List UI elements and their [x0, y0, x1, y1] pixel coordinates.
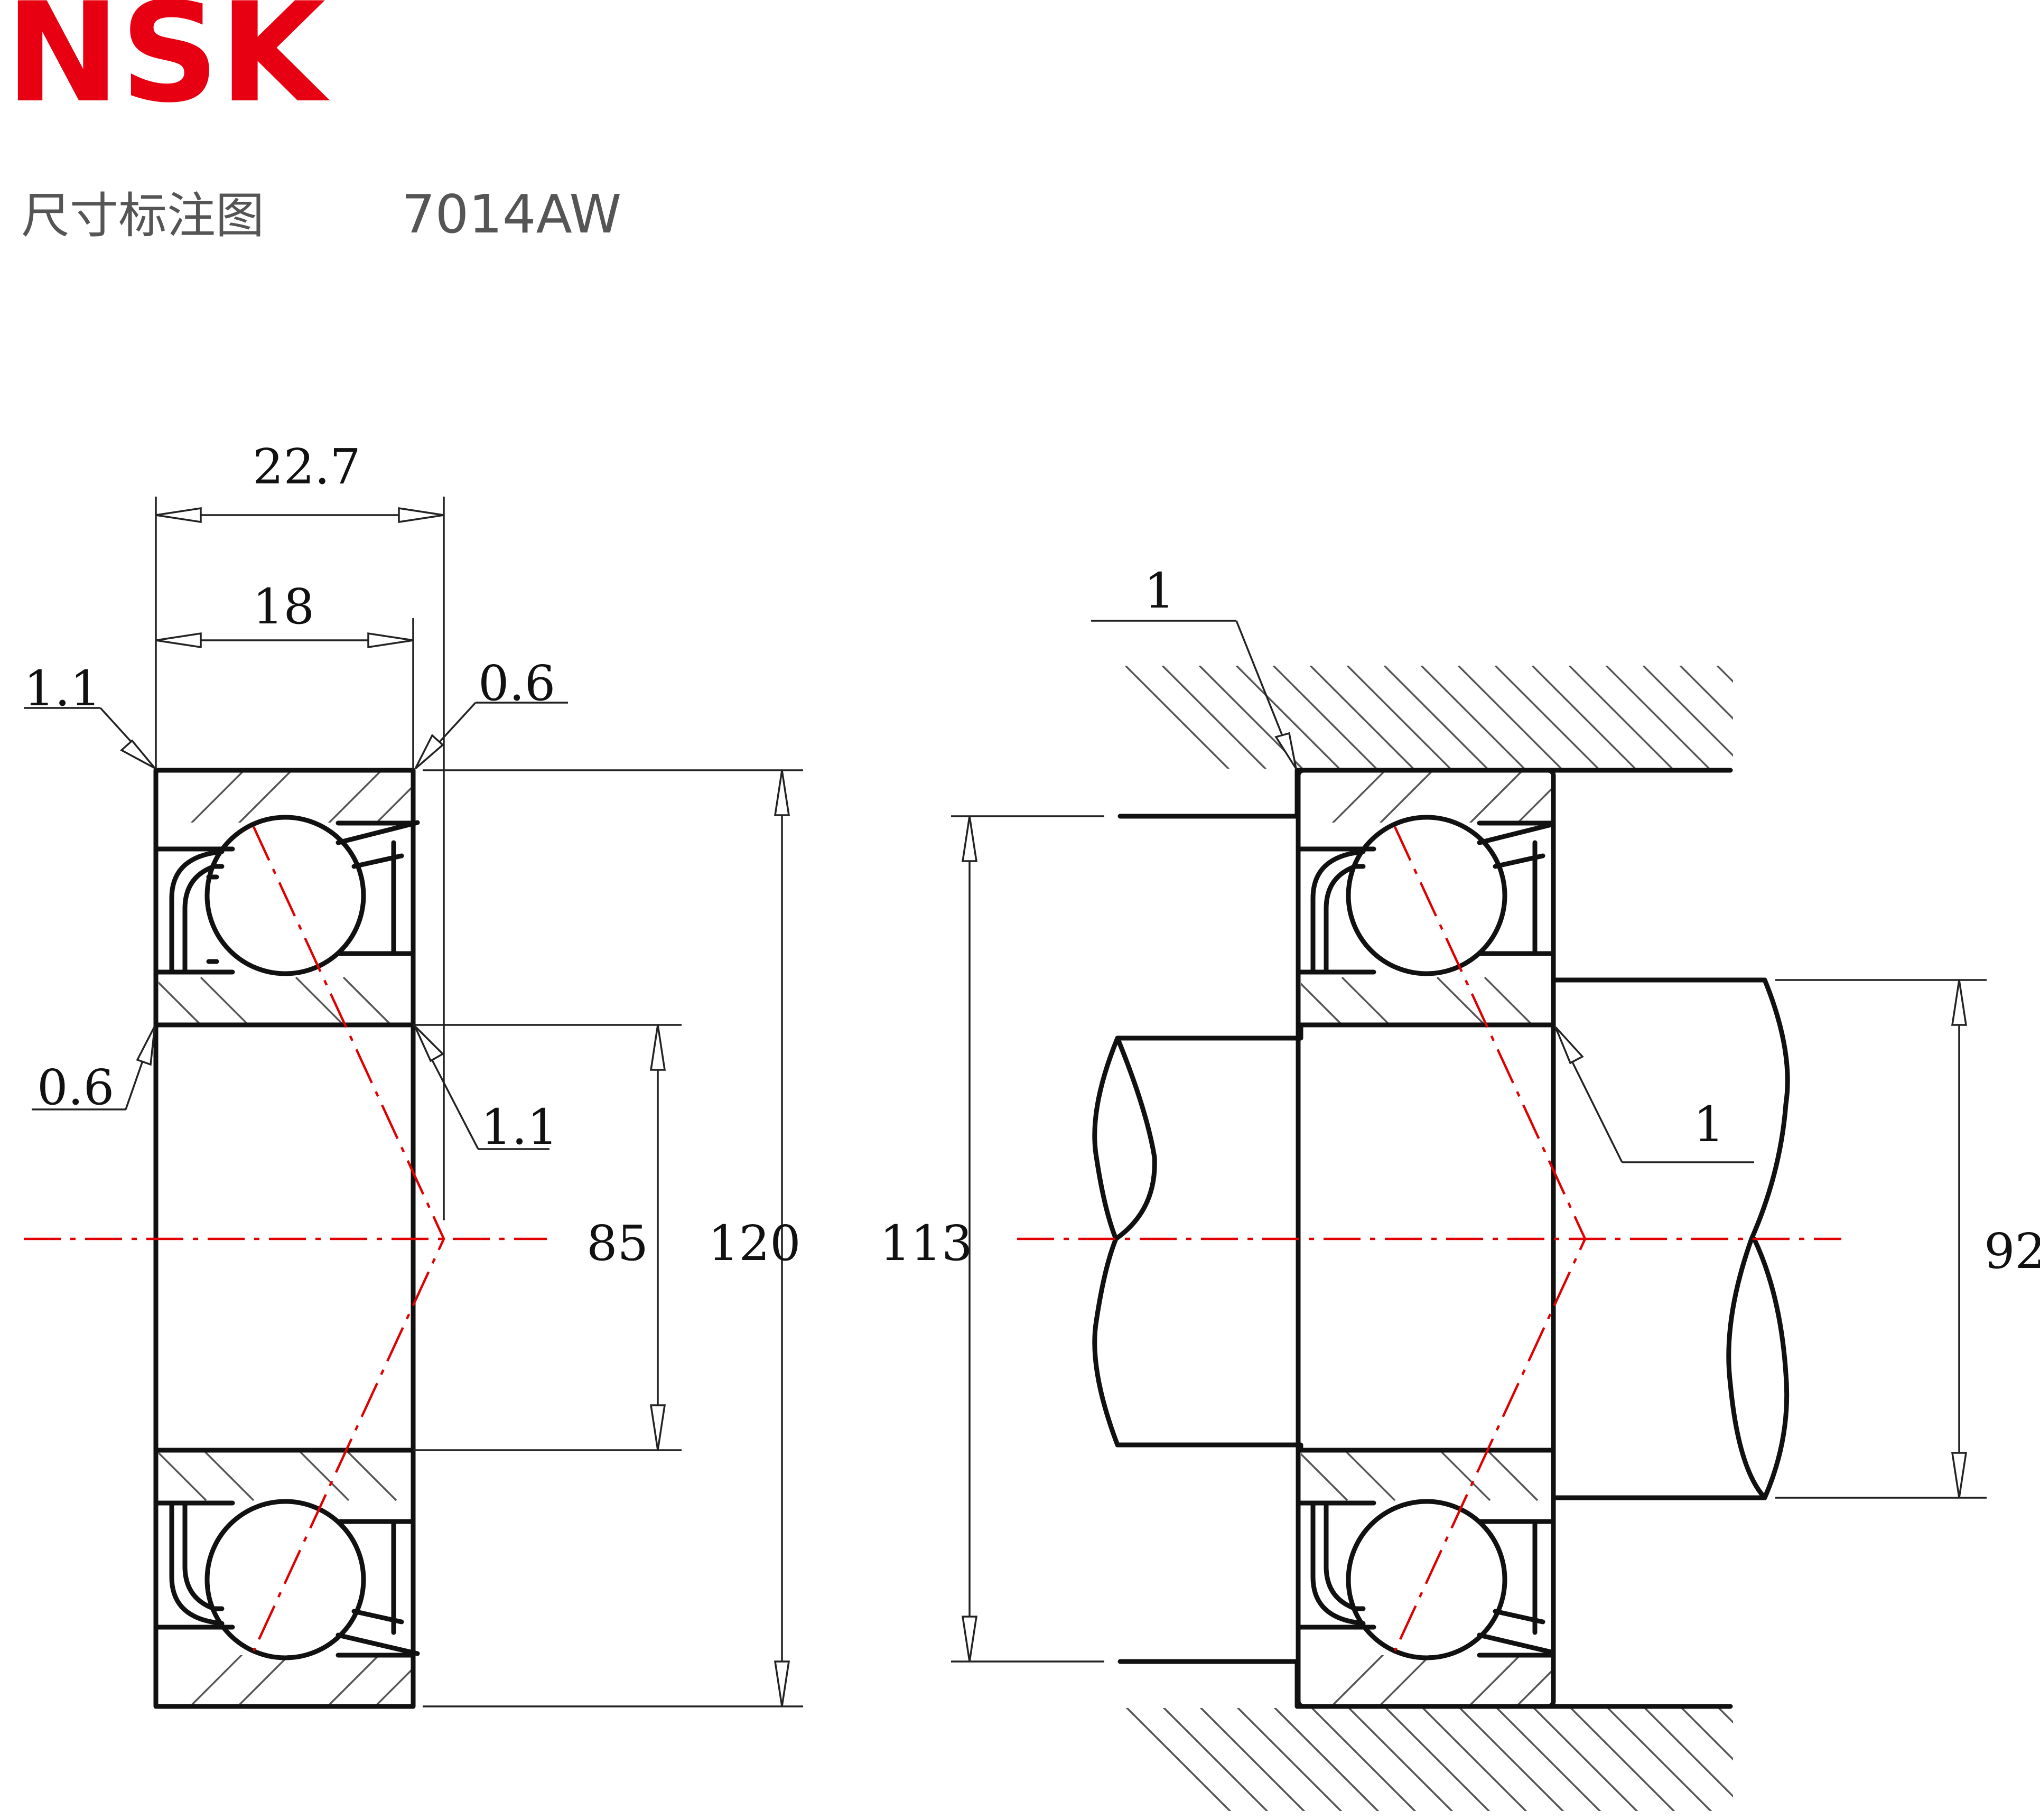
dim-shaft-shoulder: 92	[1984, 1223, 2040, 1280]
mounted-ball-bottom	[1346, 1499, 1507, 1660]
dim-housing-shoulder: 113	[880, 1215, 973, 1272]
housing-hatching	[1125, 666, 1733, 1811]
mounting-dimension-lines	[951, 620, 1987, 1663]
dim-chamfer-outer-left: 1.1	[24, 660, 101, 717]
ring-hatching	[159, 772, 411, 1705]
mounting-section: 1 1 113 92	[880, 563, 2040, 1811]
dim-shaft-fillet: 1	[1693, 1096, 1725, 1153]
dim-chamfer-inner-left: 0.6	[37, 1059, 114, 1116]
ball-bottom	[204, 1499, 366, 1660]
dim-assembled-width: 22.7	[253, 438, 361, 495]
nsk-logo: NSK	[5, 0, 331, 133]
model-number: 7014AW	[402, 183, 621, 245]
bearing-section: 22.7 18 1.1 0.6 0.6 1.1 85 120	[24, 438, 803, 1709]
drawing-title: 尺寸标注图	[21, 188, 264, 244]
dim-width: 18	[253, 578, 314, 635]
dim-outer-diameter: 120	[708, 1215, 801, 1272]
dim-chamfer-outer-right: 0.6	[478, 655, 555, 712]
shaft-outline	[1092, 977, 1790, 1500]
ball-top	[204, 815, 366, 976]
mounting-centerlines	[1017, 826, 1841, 1651]
mounted-ring-hatching	[1301, 772, 1553, 1705]
dim-housing-fillet: 1	[1144, 563, 1175, 619]
mounted-bearing-outline	[1296, 768, 1556, 1709]
bearing-dimension-lines	[24, 497, 803, 1707]
mounted-ball-top	[1346, 815, 1507, 976]
bearing-centerlines	[24, 826, 547, 1651]
dim-bore: 85	[586, 1215, 648, 1272]
dim-chamfer-inner-right: 1.1	[481, 1099, 558, 1155]
